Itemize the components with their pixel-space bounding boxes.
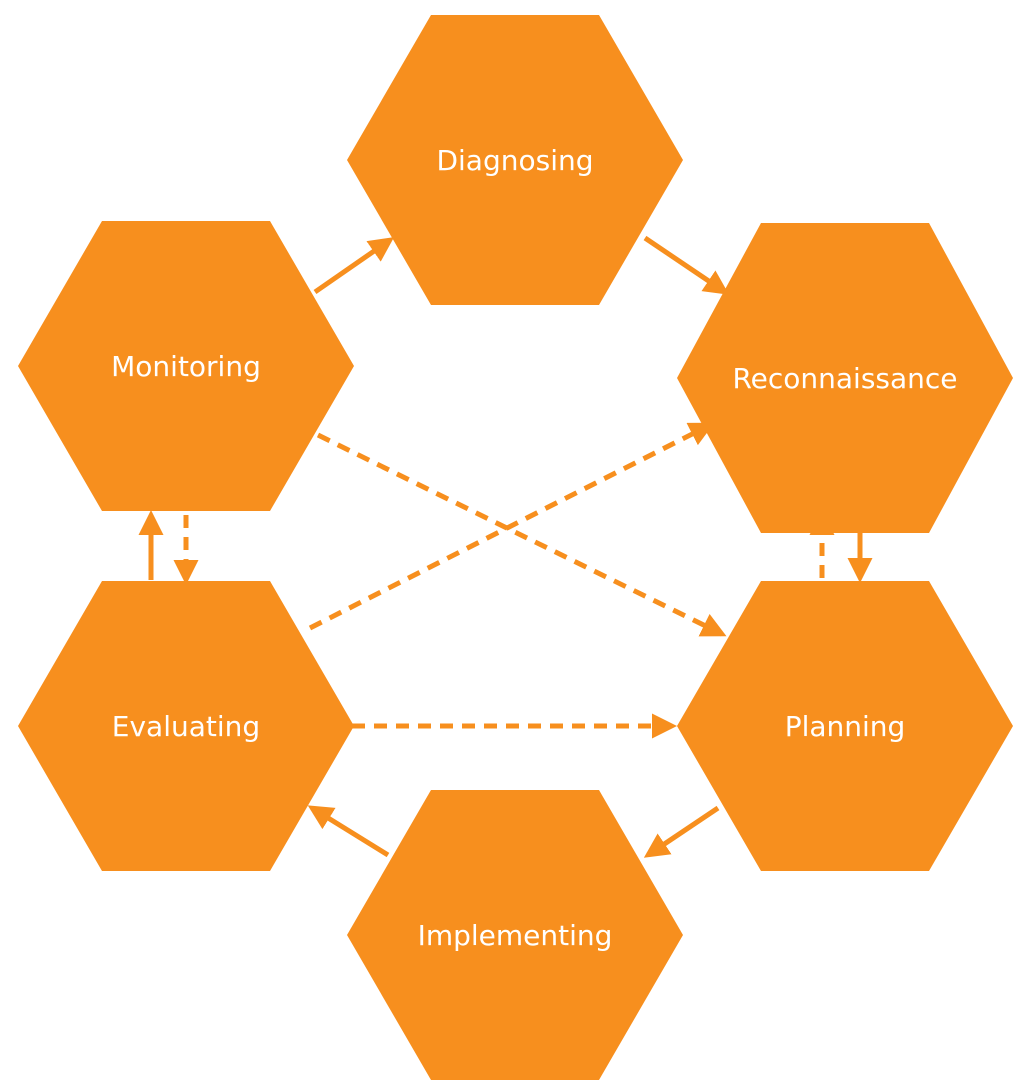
node-planning: Planning [677, 581, 1013, 871]
node-monitoring: Monitoring [18, 221, 354, 511]
planning-label: Planning [785, 710, 906, 743]
monitoring-label: Monitoring [111, 350, 261, 383]
evaluating-hexagon [18, 581, 354, 871]
arrow-diagnosing-to-reconnaissance [643, 235, 730, 295]
arrow-monitoring-to-diagnosing [313, 237, 395, 295]
node-layer: DiagnosingReconnaissancePlanningImplemen… [18, 15, 1013, 1080]
implementing-label: Implementing [418, 919, 613, 952]
diagnosing-label: Diagnosing [436, 144, 593, 177]
edge-layer [138, 235, 873, 858]
node-reconnaissance: Reconnaissance [677, 223, 1013, 533]
arrow-planning-to-implementing [643, 805, 720, 858]
node-evaluating: Evaluating [18, 581, 354, 871]
evaluating-label: Evaluating [112, 710, 260, 743]
arrow-implementing-to-evaluating [307, 805, 390, 858]
diagnosing-hexagon [347, 15, 683, 305]
monitoring-hexagon [18, 221, 354, 511]
planning-hexagon [677, 581, 1013, 871]
arrow-monitoring-to-planning [316, 432, 727, 637]
reconnaissance-label: Reconnaissance [732, 362, 957, 395]
node-diagnosing: Diagnosing [347, 15, 683, 305]
arrow-evaluating-to-reconnaissance [308, 422, 715, 631]
reconnaissance-hexagon [677, 223, 1013, 533]
implementing-hexagon [347, 790, 683, 1080]
node-implementing: Implementing [347, 790, 683, 1080]
